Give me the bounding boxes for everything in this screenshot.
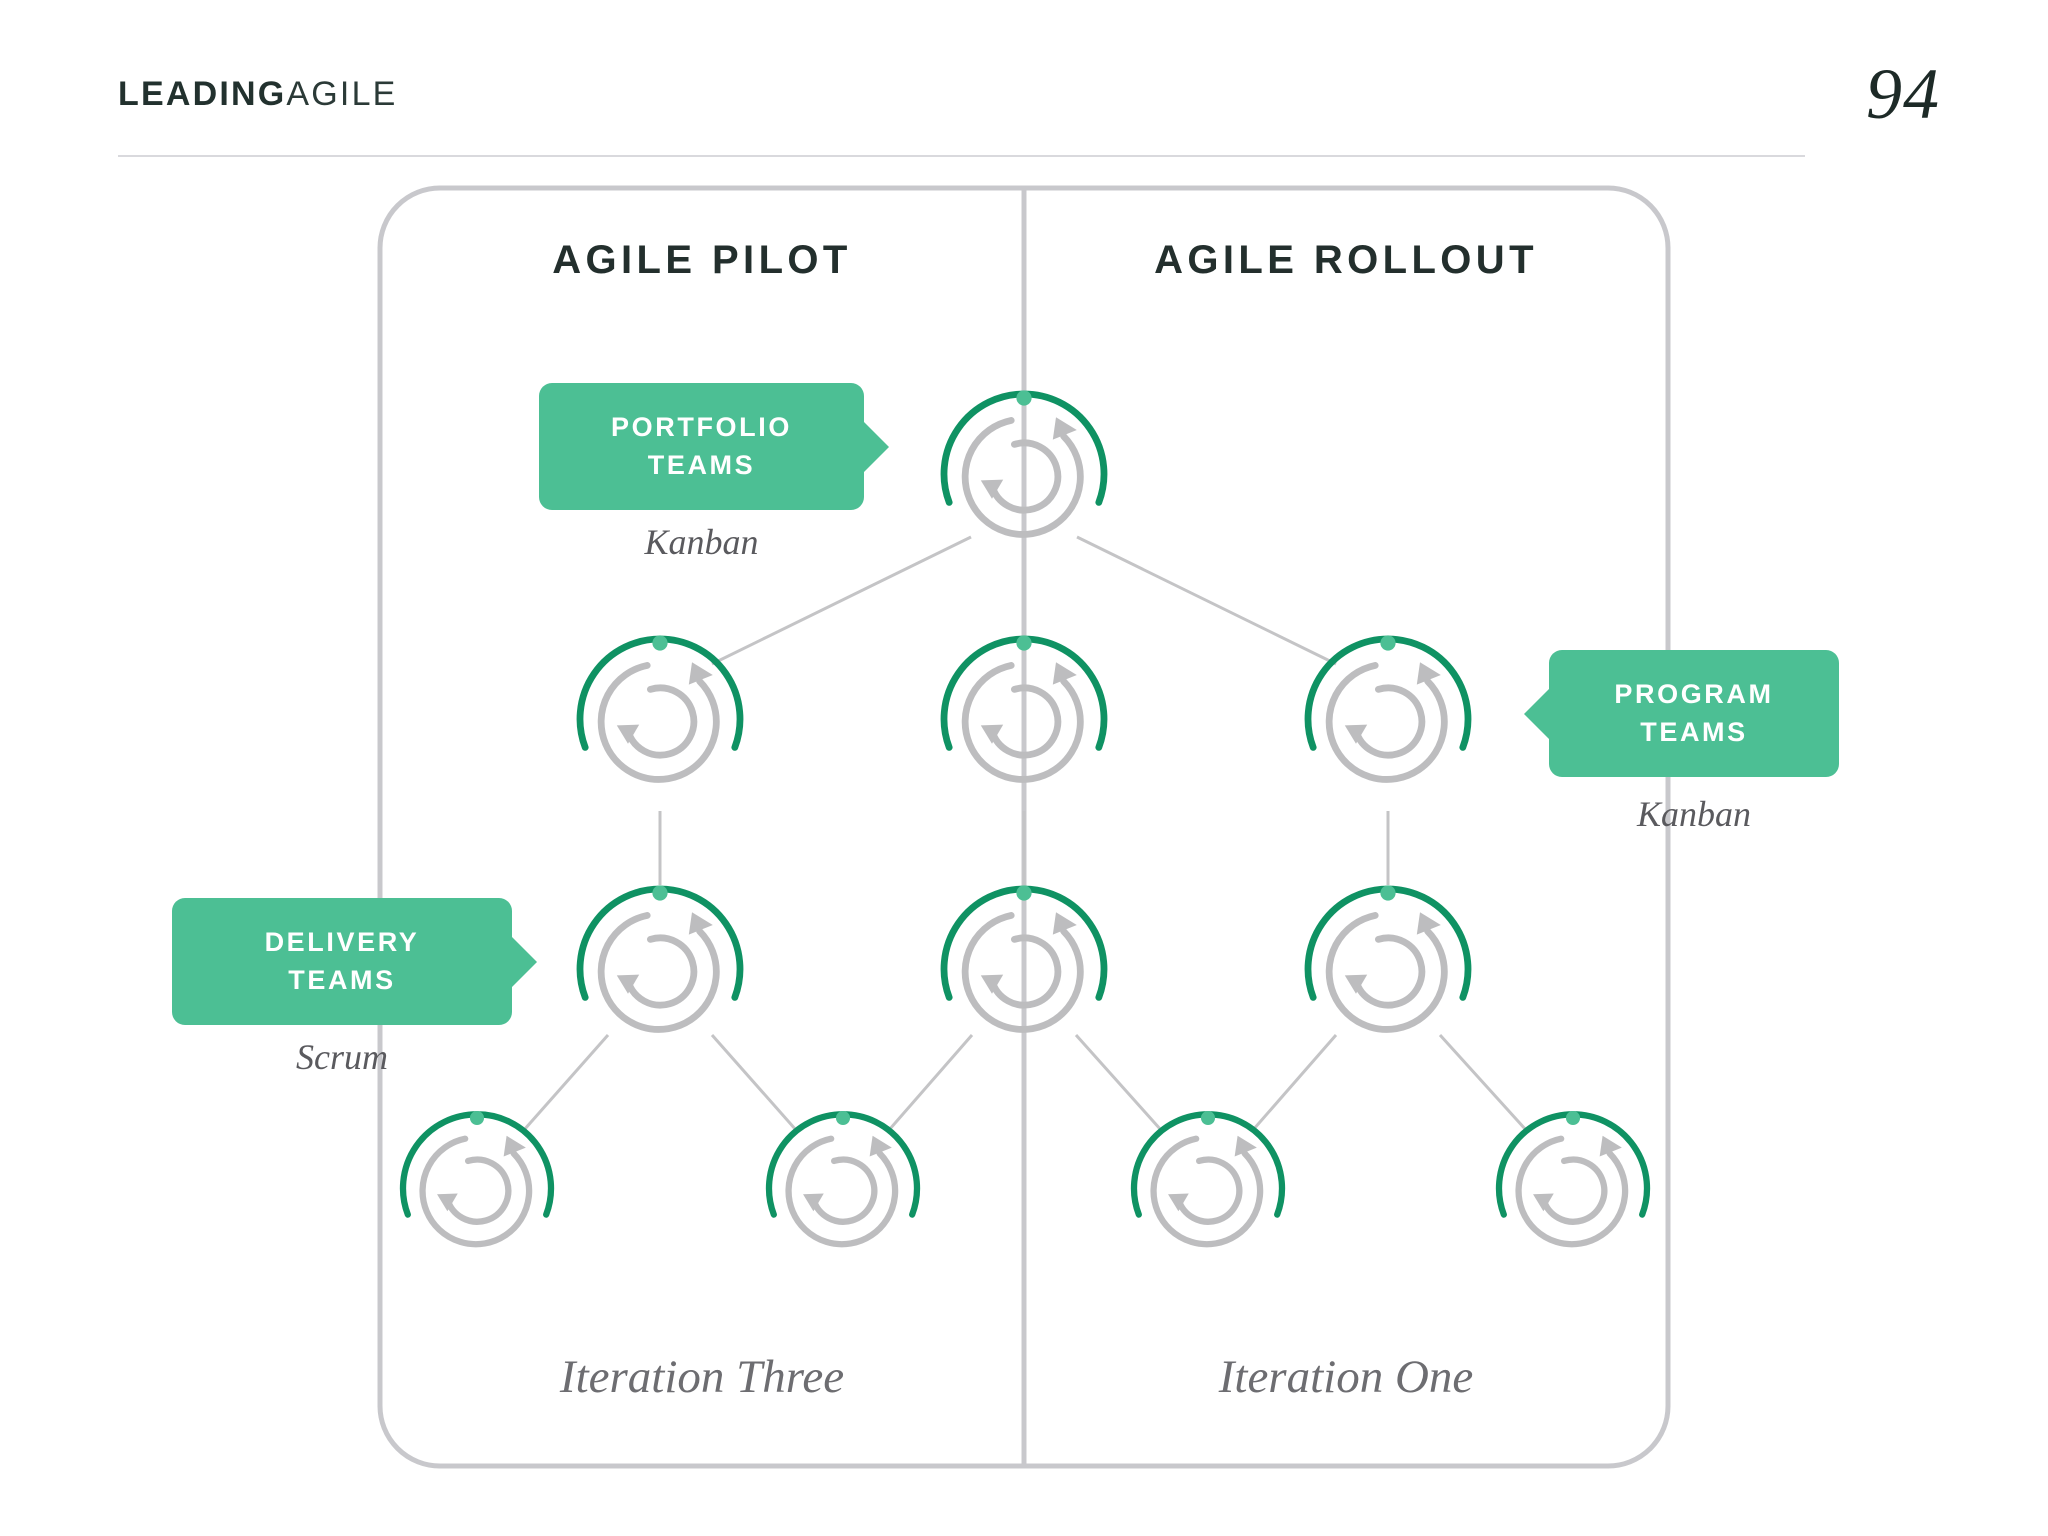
- edge-portfolio-progleft: [711, 535, 972, 666]
- iteration-label-right: Iteration One: [1218, 1351, 1474, 1403]
- edge-portfolio-progright: [1076, 535, 1337, 666]
- edge-delmid-leaf3: [1074, 1033, 1163, 1132]
- panel-title-agile-pilot: AGILE PILOT: [552, 238, 852, 282]
- page-number: 94: [1866, 54, 1940, 134]
- header-divider: [118, 155, 1805, 157]
- node-leaf-1[interactable]: [403, 1111, 551, 1244]
- logo-bold-part: LEADING: [118, 75, 287, 113]
- callout-program-teams[interactable]: PROGRAM TEAMS: [1549, 650, 1839, 777]
- callout-delivery-teams[interactable]: DELIVERY TEAMS: [172, 898, 512, 1025]
- edge-delleft-leaf1: [522, 1034, 610, 1131]
- edge-delmid-leaf2: [887, 1034, 974, 1131]
- callout-portfolio-teams[interactable]: PORTFOLIO TEAMS: [539, 383, 864, 510]
- edge-delright-leaf3: [1251, 1034, 1338, 1131]
- callout-program-line2: TEAMS: [1640, 716, 1748, 747]
- brand-logo: LEADINGAGILE: [118, 77, 398, 111]
- node-delivery-left[interactable]: [580, 885, 740, 1029]
- node-delivery-right[interactable]: [1308, 885, 1468, 1029]
- callout-program-line1: PROGRAM: [1614, 679, 1774, 710]
- callout-delivery-line1: DELIVERY: [264, 927, 420, 958]
- panel-title-agile-rollout: AGILE ROLLOUT: [1154, 238, 1538, 282]
- node-program-left[interactable]: [580, 635, 740, 779]
- edge-delleft-leaf2: [710, 1034, 798, 1131]
- edge-group: [522, 535, 1528, 1132]
- sublabel-program-method: Kanban: [1636, 794, 1751, 834]
- iteration-label-left: Iteration Three: [559, 1351, 845, 1403]
- sublabel-portfolio-method: Kanban: [644, 522, 759, 562]
- edge-delright-leaf4: [1438, 1033, 1528, 1132]
- callout-delivery-line2: TEAMS: [288, 964, 396, 995]
- node-leaf-3[interactable]: [1134, 1111, 1282, 1244]
- node-leaf-2[interactable]: [769, 1111, 917, 1244]
- node-leaf-4[interactable]: [1499, 1111, 1647, 1244]
- sublabel-delivery-method: Scrum: [296, 1037, 388, 1077]
- panel-agile-rollout: [1024, 185, 1671, 1469]
- node-program-right[interactable]: [1308, 635, 1468, 779]
- callout-portfolio-line2: TEAMS: [647, 449, 756, 480]
- callout-portfolio-line1: PORTFOLIO: [611, 412, 792, 443]
- panel-agile-pilot: [377, 185, 1024, 1469]
- logo-light-part: AGILE: [286, 75, 398, 113]
